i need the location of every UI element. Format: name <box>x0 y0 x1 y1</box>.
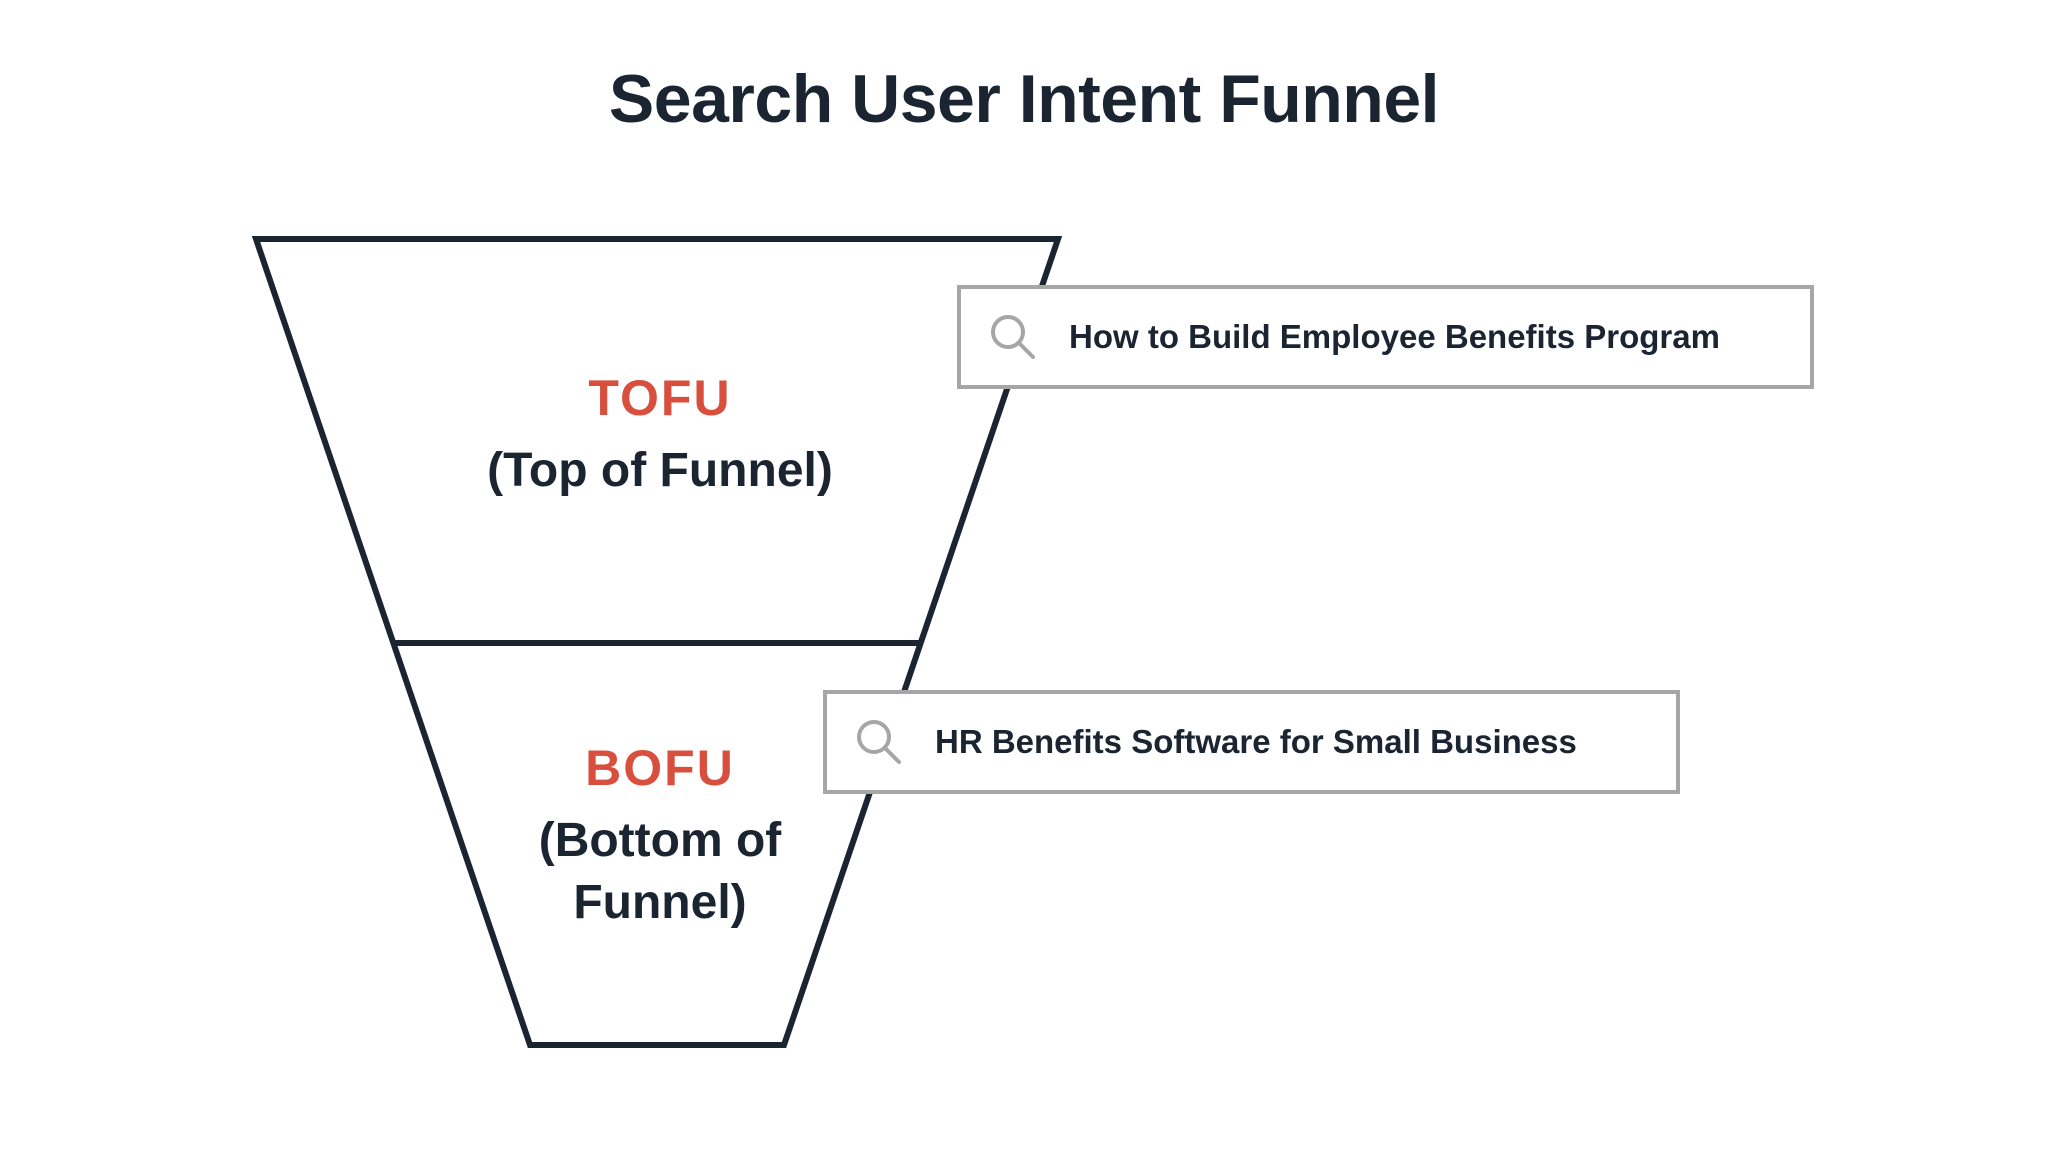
tofu-search-query-box: How to Build Employee Benefits Program <box>957 285 1814 389</box>
search-icon <box>991 315 1035 359</box>
bofu-search-query-box: HR Benefits Software for Small Business <box>823 690 1680 794</box>
bofu-abbr: BOFU <box>585 740 735 796</box>
funnel-shape <box>251 236 1063 1048</box>
tofu-full-name: (Top of Funnel) <box>487 444 833 497</box>
bofu-full-name-line1: (Bottom of <box>538 814 782 867</box>
bofu-search-query-text: HR Benefits Software for Small Business <box>935 723 1577 760</box>
tofu-search-query-text: How to Build Employee Benefits Program <box>1069 318 1720 355</box>
bofu-stage-label: BOFU (Bottom of Funnel) <box>450 738 870 931</box>
search-icon <box>857 720 901 764</box>
diagram-title: Search User Intent Funnel <box>608 61 1440 137</box>
bofu-full-name-line2: Funnel) <box>573 875 747 929</box>
tofu-stage-label: TOFU (Top of Funnel) <box>440 368 880 500</box>
tofu-abbr: TOFU <box>588 370 732 426</box>
